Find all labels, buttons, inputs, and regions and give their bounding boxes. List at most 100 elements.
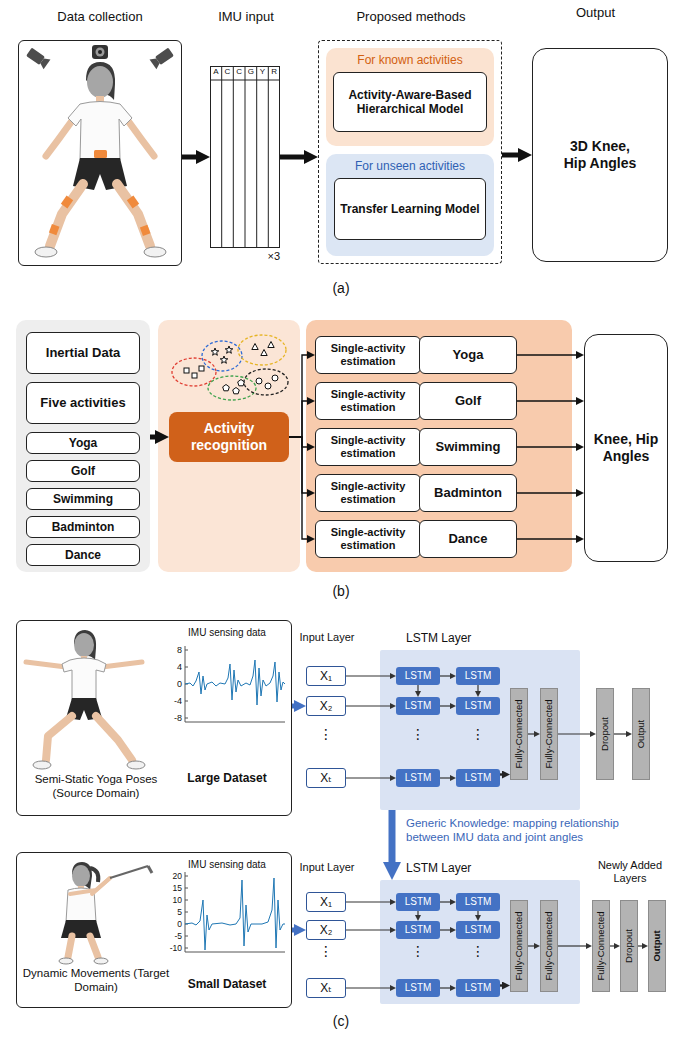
arrow-connector — [500, 773, 506, 775]
box-text: LSTM — [465, 924, 492, 936]
arrow-connector — [417, 911, 418, 918]
person-figure — [148, 866, 152, 873]
cluster-points — [220, 356, 228, 363]
estimation-box: Single-activity estimation — [315, 382, 421, 420]
box-text: X₁ — [320, 895, 332, 909]
axis-tick: 20 — [158, 871, 182, 881]
person-figure — [86, 62, 115, 100]
box-text: X₂ — [320, 923, 333, 937]
box-text: Badminton — [434, 485, 502, 501]
lstm-cell: LSTM — [396, 697, 440, 715]
ellipsis-mark: ⋮ — [318, 943, 334, 959]
arrow-connector — [292, 704, 300, 709]
activity-item: Dance — [26, 544, 140, 566]
input-node: Xₜ — [306, 768, 346, 788]
ellipsis-mark: ⋮ — [470, 726, 486, 742]
ellipsis-mark: ⋮ — [318, 726, 334, 742]
panel-background — [306, 320, 572, 572]
box-text: Transfer Learning Model — [340, 202, 479, 216]
collection-box: Data collection — [18, 40, 182, 266]
panel-letter: (c) — [311, 1013, 371, 1030]
camera-icon — [96, 48, 105, 57]
column-letter: R — [268, 67, 280, 77]
camera-icon — [150, 47, 175, 69]
lstm-cell: LSTM — [456, 667, 500, 685]
box-text: Single-activity estimation — [320, 388, 416, 414]
person-figure — [74, 633, 94, 657]
arrow-connector — [289, 401, 311, 437]
box-text: LSTM — [465, 896, 492, 908]
person-figure — [62, 658, 106, 700]
axis-tick: 5 — [158, 907, 182, 917]
input-panel: Inertial DataFive activitiesYogaGolfSwim… — [16, 320, 150, 572]
person-figure — [68, 936, 98, 957]
person-figure — [96, 716, 132, 760]
box-text: LSTM — [465, 772, 492, 784]
arrow-connector — [417, 685, 418, 694]
person-figure — [46, 118, 74, 156]
arrow-connector — [638, 945, 645, 946]
activity-item: Golf — [26, 460, 140, 482]
axis-tick: -10 — [158, 943, 182, 953]
box-text: Dance — [65, 548, 101, 562]
axis-tick: 10 — [158, 895, 182, 905]
layer-panel: LSTMLSTMLSTMLSTMLSTMLSTMFully-ConnectedF… — [380, 880, 580, 1004]
heading-text: Proposed methods — [309, 9, 513, 25]
box-text: Dropout — [623, 929, 634, 963]
person-figure — [102, 662, 142, 667]
activity-box: Yoga — [419, 336, 517, 374]
copy-count: ×3 — [236, 250, 280, 263]
cluster-points — [238, 380, 245, 386]
imu-table-grid — [210, 66, 280, 248]
arrow-connector — [440, 777, 453, 778]
layer-heading: Input Layer — [294, 861, 360, 874]
lstm-cell: LSTM — [456, 921, 500, 939]
person-figure — [90, 936, 98, 957]
heading-text: IMU sensing data — [167, 859, 287, 871]
box-text: Golf — [455, 393, 481, 409]
heading-text: Small Dataset — [167, 977, 287, 991]
arrow-connector — [558, 945, 589, 946]
person-figure — [127, 196, 139, 209]
data-box: Five activities — [26, 382, 140, 424]
arrow-connector — [517, 354, 580, 355]
heading-text: Semi-Static Yoga Poses (Source Domain) — [21, 773, 171, 801]
arrow-connector — [346, 987, 393, 988]
arrow-connector — [150, 435, 162, 440]
box-text: LSTM — [465, 982, 492, 994]
cluster-points — [211, 348, 219, 355]
target-box: Dynamic Movements (Target Domain)IMU sen… — [16, 852, 292, 1008]
method-box: Activity-Aware-Based Hierarchical Model — [333, 72, 487, 132]
layer-box: Dropout — [596, 688, 614, 780]
imu-table-grid — [256, 66, 257, 248]
imu-table-grid — [210, 66, 280, 248]
imu-table-grid — [268, 66, 269, 248]
sensor-table: IMU input — [210, 66, 280, 248]
signal-chart — [185, 872, 285, 952]
person-figure — [61, 920, 101, 938]
input-node: X₂ — [306, 920, 346, 940]
lstm-cell: LSTM — [456, 893, 500, 911]
layer-box: Fully-Connected — [510, 688, 528, 780]
box-text: Inertial Data — [46, 345, 120, 361]
ellipsis-mark: ⋮ — [410, 943, 426, 959]
arrow-connector — [614, 733, 629, 734]
imu-table-grid — [221, 66, 222, 248]
data-box: Inertial Data — [26, 332, 140, 374]
heading-text: Large Dataset — [167, 771, 287, 785]
box-text: Xₜ — [320, 771, 332, 785]
cluster-plot — [238, 335, 286, 365]
heading-text: Data collection — [18, 9, 182, 25]
signal-chart — [185, 872, 285, 952]
axis-tick: -8 — [158, 712, 182, 724]
signal-chart — [185, 878, 285, 950]
box-text: Yoga — [69, 436, 97, 450]
heading-text: IMU sensing data — [167, 627, 287, 639]
cluster-plot — [208, 376, 256, 400]
box-text: Output — [651, 930, 662, 961]
arrow-connector — [182, 155, 203, 160]
heading-text: LSTM Layer — [406, 631, 496, 645]
column-letter: C — [222, 67, 234, 77]
box-text: LSTM — [405, 772, 432, 784]
arrow-connector — [280, 155, 311, 160]
